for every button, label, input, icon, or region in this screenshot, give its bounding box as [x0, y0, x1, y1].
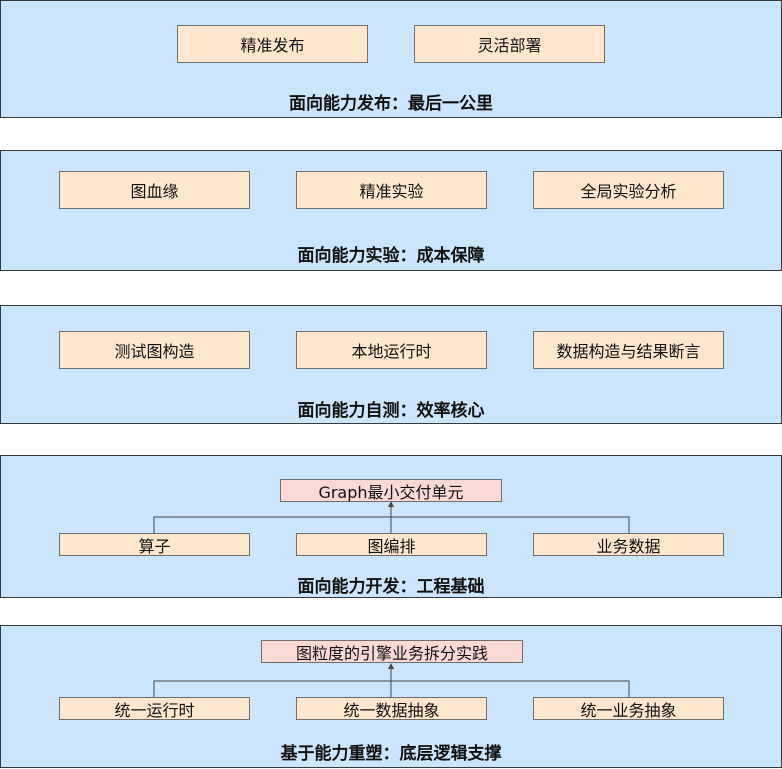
box-precise-release[interactable]: 精准发布 — [177, 25, 368, 63]
box-precise-experiment[interactable]: 精准实验 — [296, 171, 487, 209]
box-graph-lineage[interactable]: 图血缘 — [59, 171, 250, 209]
box-orchestration[interactable]: 图编排 — [296, 533, 487, 556]
box-unified-data[interactable]: 统一数据抽象 — [296, 697, 487, 720]
box-graph-unit[interactable]: Graph最小交付单元 — [280, 479, 502, 502]
layer-develop — [0, 455, 782, 598]
box-engine-split[interactable]: 图粒度的引擎业务拆分实践 — [261, 640, 523, 663]
box-flexible-deploy[interactable]: 灵活部署 — [414, 25, 605, 63]
box-test-graph[interactable]: 测试图构造 — [59, 331, 250, 369]
layer-title-release: 面向能力发布：最后一公里 — [289, 94, 493, 114]
box-unified-business[interactable]: 统一业务抽象 — [533, 697, 724, 720]
box-local-runtime[interactable]: 本地运行时 — [296, 331, 487, 369]
box-operator[interactable]: 算子 — [59, 533, 250, 556]
layer-title-develop: 面向能力开发：工程基础 — [297, 577, 485, 597]
layer-title-reshape: 基于能力重塑：底层逻辑支撑 — [280, 744, 502, 764]
box-global-analysis[interactable]: 全局实验分析 — [533, 171, 724, 209]
box-business-data[interactable]: 业务数据 — [533, 533, 724, 556]
layer-experiment — [0, 150, 782, 271]
layer-release — [0, 0, 782, 118]
box-unified-runtime[interactable]: 统一运行时 — [59, 697, 250, 720]
layer-title-experiment: 面向能力实验：成本保障 — [297, 246, 485, 266]
layer-title-selftest: 面向能力自测：效率核心 — [297, 401, 485, 421]
box-data-assert[interactable]: 数据构造与结果断言 — [533, 331, 724, 369]
